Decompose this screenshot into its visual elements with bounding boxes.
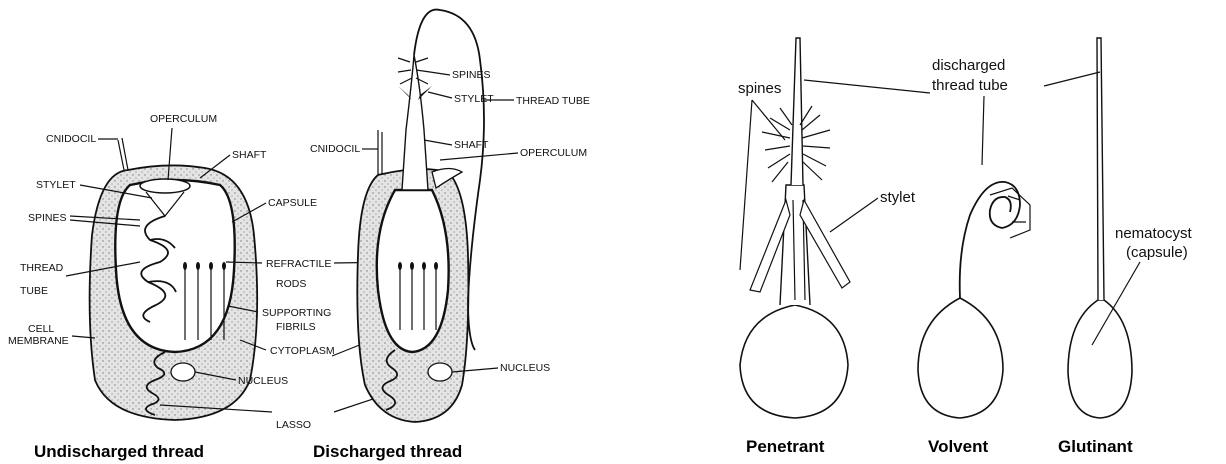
volvent-nematocyst	[918, 182, 1030, 418]
label-d-shaft: SHAFT	[454, 139, 489, 151]
volvent-capsule	[918, 298, 1003, 418]
label-cell-membrane-1: CELL	[28, 323, 54, 335]
label-nucleus: NUCLEUS	[238, 375, 288, 387]
penetrant-thread-tube	[791, 38, 803, 185]
label-d-operculum: OPERCULUM	[520, 147, 587, 159]
label-cnidocil: CNIDOCIL	[46, 133, 96, 145]
penetrant-capsule	[740, 305, 848, 418]
label-r-stylet: stylet	[880, 189, 916, 206]
label-supporting-1: SUPPORTING	[262, 307, 331, 319]
label-refractile-1: REFRACTILE	[266, 258, 331, 270]
glutinant-thread-tube	[1097, 38, 1104, 300]
caption-volvent: Volvent	[928, 437, 988, 456]
label-d-thread-tube: THREAD TUBE	[516, 95, 590, 107]
label-r-discharged-2: thread tube	[932, 77, 1008, 94]
label-supporting-2: FIBRILS	[276, 321, 316, 333]
caption-undischarged: Undischarged thread	[34, 442, 204, 461]
label-lasso: LASSO	[276, 419, 311, 431]
label-d-nucleus: NUCLEUS	[500, 362, 550, 374]
caption-glutinant: Glutinant	[1058, 437, 1133, 456]
label-d-spines: SPINES	[452, 69, 491, 81]
caption-penetrant: Penetrant	[746, 437, 825, 456]
label-cell-membrane-2: MEMBRANE	[8, 335, 69, 347]
label-d-cnidocil: CNIDOCIL	[310, 143, 360, 155]
undischarged-cnidocyte	[90, 138, 258, 420]
discharged-capsule	[377, 190, 449, 352]
volvent-thread-tube	[960, 182, 1020, 298]
label-refractile-2: RODS	[276, 278, 306, 290]
label-r-spines: spines	[738, 80, 781, 97]
label-r-nematocyst-2: (capsule)	[1126, 244, 1188, 261]
label-thread-tube-2: TUBE	[20, 285, 48, 297]
label-shaft: SHAFT	[232, 149, 267, 161]
label-d-stylet: STYLET	[454, 93, 494, 105]
discharged-nucleus	[428, 363, 452, 381]
undischarged-operculum	[140, 179, 190, 193]
label-spines: SPINES	[28, 212, 67, 224]
label-r-nematocyst-1: nematocyst	[1115, 225, 1193, 242]
label-thread-tube-1: THREAD	[20, 262, 64, 274]
caption-discharged: Discharged thread	[313, 442, 462, 461]
glutinant-capsule	[1068, 300, 1132, 418]
label-operculum: OPERCULUM	[150, 113, 217, 125]
label-capsule: CAPSULE	[268, 197, 317, 209]
undischarged-nucleus	[171, 363, 195, 381]
label-stylet: STYLET	[36, 179, 76, 191]
undischarged-capsule	[115, 180, 234, 352]
label-r-discharged-1: discharged	[932, 57, 1005, 74]
discharged-shaft	[402, 55, 428, 190]
label-cytoplasm: CYTOPLASM	[270, 345, 335, 357]
